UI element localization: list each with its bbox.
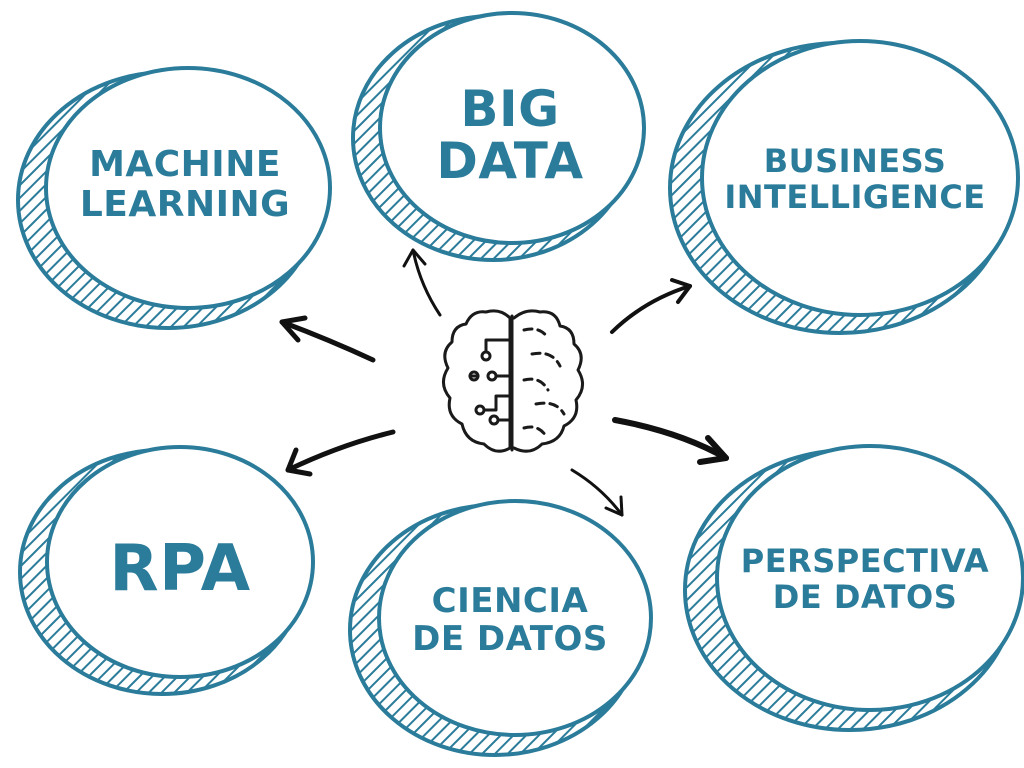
arrow-to-business-intelligence <box>610 278 692 334</box>
label-line: LEARNING <box>79 184 291 225</box>
brain-circuit-icon <box>442 309 584 453</box>
arrow-to-ciencia-de-datos <box>570 468 624 517</box>
label-line: MACHINE <box>89 143 281 185</box>
label-line: CIENCIA <box>431 580 589 621</box>
bubble-machine-learning <box>16 66 332 330</box>
label-line: DE DATOS <box>772 578 958 616</box>
label-line: RPA <box>109 532 251 607</box>
bubble-perspectiva-de-datos <box>683 444 1024 732</box>
label-line: BUSINESS <box>763 142 947 181</box>
bubble-business-intelligence <box>668 39 1020 335</box>
label-rpa: RPA <box>30 510 330 630</box>
label-line: INTELLIGENCE <box>724 178 986 216</box>
label-line: DATA <box>436 132 584 190</box>
label-line: PERSPECTIVA <box>740 542 990 581</box>
label-ciencia-de-datos: CIENCIA DE DATOS <box>360 565 660 675</box>
label-business-intelligence: BUSINESS INTELLIGENCE <box>690 125 1020 235</box>
label-perspectiva-de-datos: PERSPECTIVA DE DATOS <box>700 525 1024 635</box>
arrow-to-machine-learning <box>279 315 376 363</box>
label-line: DE DATOS <box>412 619 608 659</box>
label-machine-learning: MACHINE LEARNING <box>40 130 330 240</box>
label-line: BIG <box>460 79 560 138</box>
arrow-to-big-data <box>402 248 442 317</box>
bubble-big-data <box>351 11 646 262</box>
bubble-ciencia-de-datos <box>348 499 653 757</box>
arrow-to-rpa <box>285 429 396 477</box>
bubble-rpa <box>18 445 315 696</box>
label-big-data: BIG DATA <box>370 65 650 205</box>
arrow-to-perspectiva-de-datos <box>612 417 729 465</box>
